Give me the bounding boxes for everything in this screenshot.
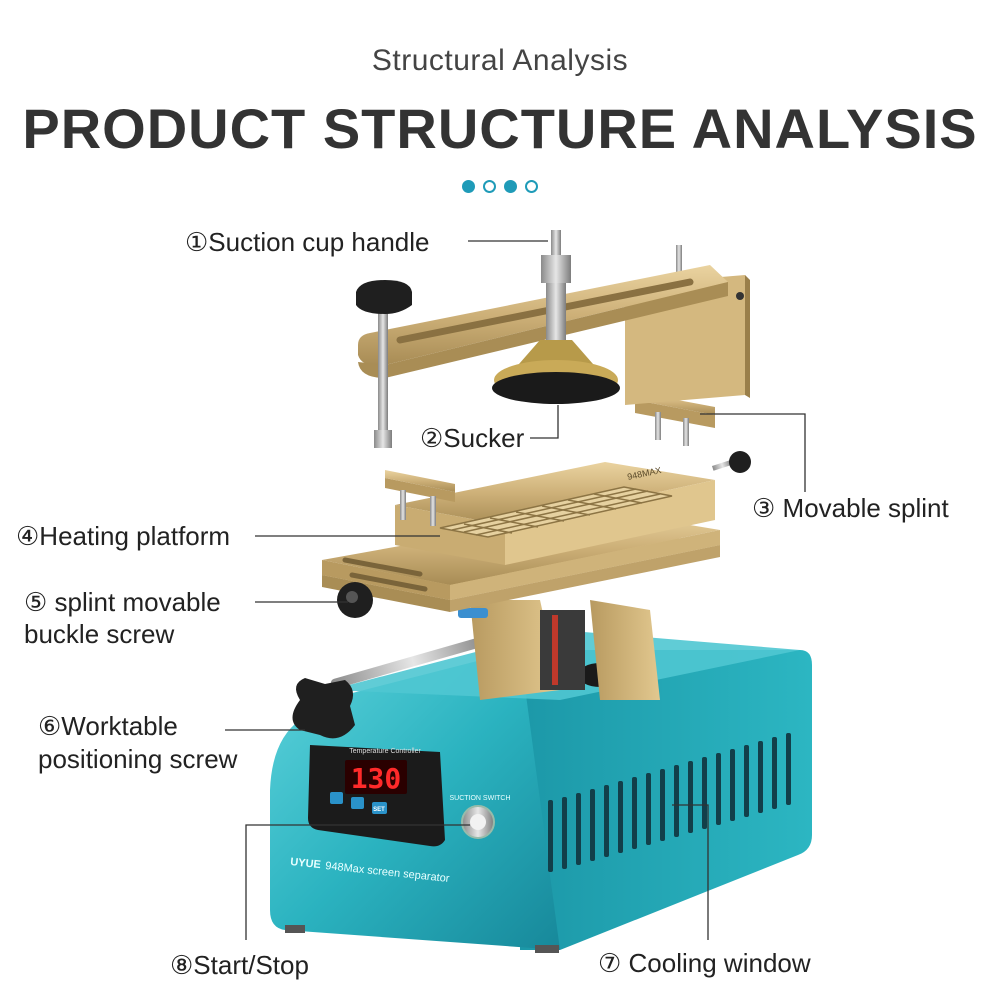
suction-arm [356, 230, 750, 448]
label-start-stop: ⑧Start/Stop [170, 950, 309, 980]
label-splint-buckle-screw-line1: ⑤ splint movable [24, 587, 221, 617]
dot-1 [462, 180, 475, 193]
label-suction-cup-handle: ①Suction cup handle [185, 227, 430, 257]
svg-text:SET: SET [373, 807, 385, 813]
movable-splint-left [385, 470, 455, 526]
leader-lines [225, 240, 806, 940]
splint-knob-icon [712, 451, 751, 473]
control-panel [308, 745, 445, 847]
control-buttons: SET [330, 792, 387, 814]
dot-4 [525, 180, 538, 193]
dot-2 [483, 180, 496, 193]
set-button [372, 802, 387, 814]
label-heating-platform: ④Heating platform [16, 521, 231, 551]
label-movable-splint: ③ Movable splint [752, 493, 949, 523]
heating-platform: 948MAX [322, 462, 720, 612]
label-cooling-window: ⑦ Cooling window [598, 948, 811, 978]
switch-label: SUCTION SWITCH [449, 795, 510, 802]
up-button-icon [351, 797, 364, 809]
lift-mechanism [458, 600, 660, 700]
label-worktable-line2: positioning screw [38, 744, 238, 774]
brand-logo: UYUE [290, 856, 322, 871]
splint-buckle-screw [337, 582, 373, 618]
label-sucker: ②Sucker [420, 423, 525, 453]
worktable-positioning-screw [292, 634, 496, 739]
dot-3 [504, 180, 517, 193]
label-worktable-line1: ⑥Worktable [38, 711, 178, 741]
down-button-icon [330, 792, 343, 804]
cooling-vents [548, 733, 791, 872]
section-subtitle: Structural Analysis [371, 44, 629, 77]
label-splint-buckle-screw-line2: buckle screw [24, 619, 175, 649]
pagination-dots [0, 180, 1000, 193]
page-title: PRODUCT STRUCTURE ANALYSIS [22, 97, 978, 160]
temperature-display: 130 [351, 762, 402, 795]
controller-title: Temperature Controller [349, 748, 421, 755]
